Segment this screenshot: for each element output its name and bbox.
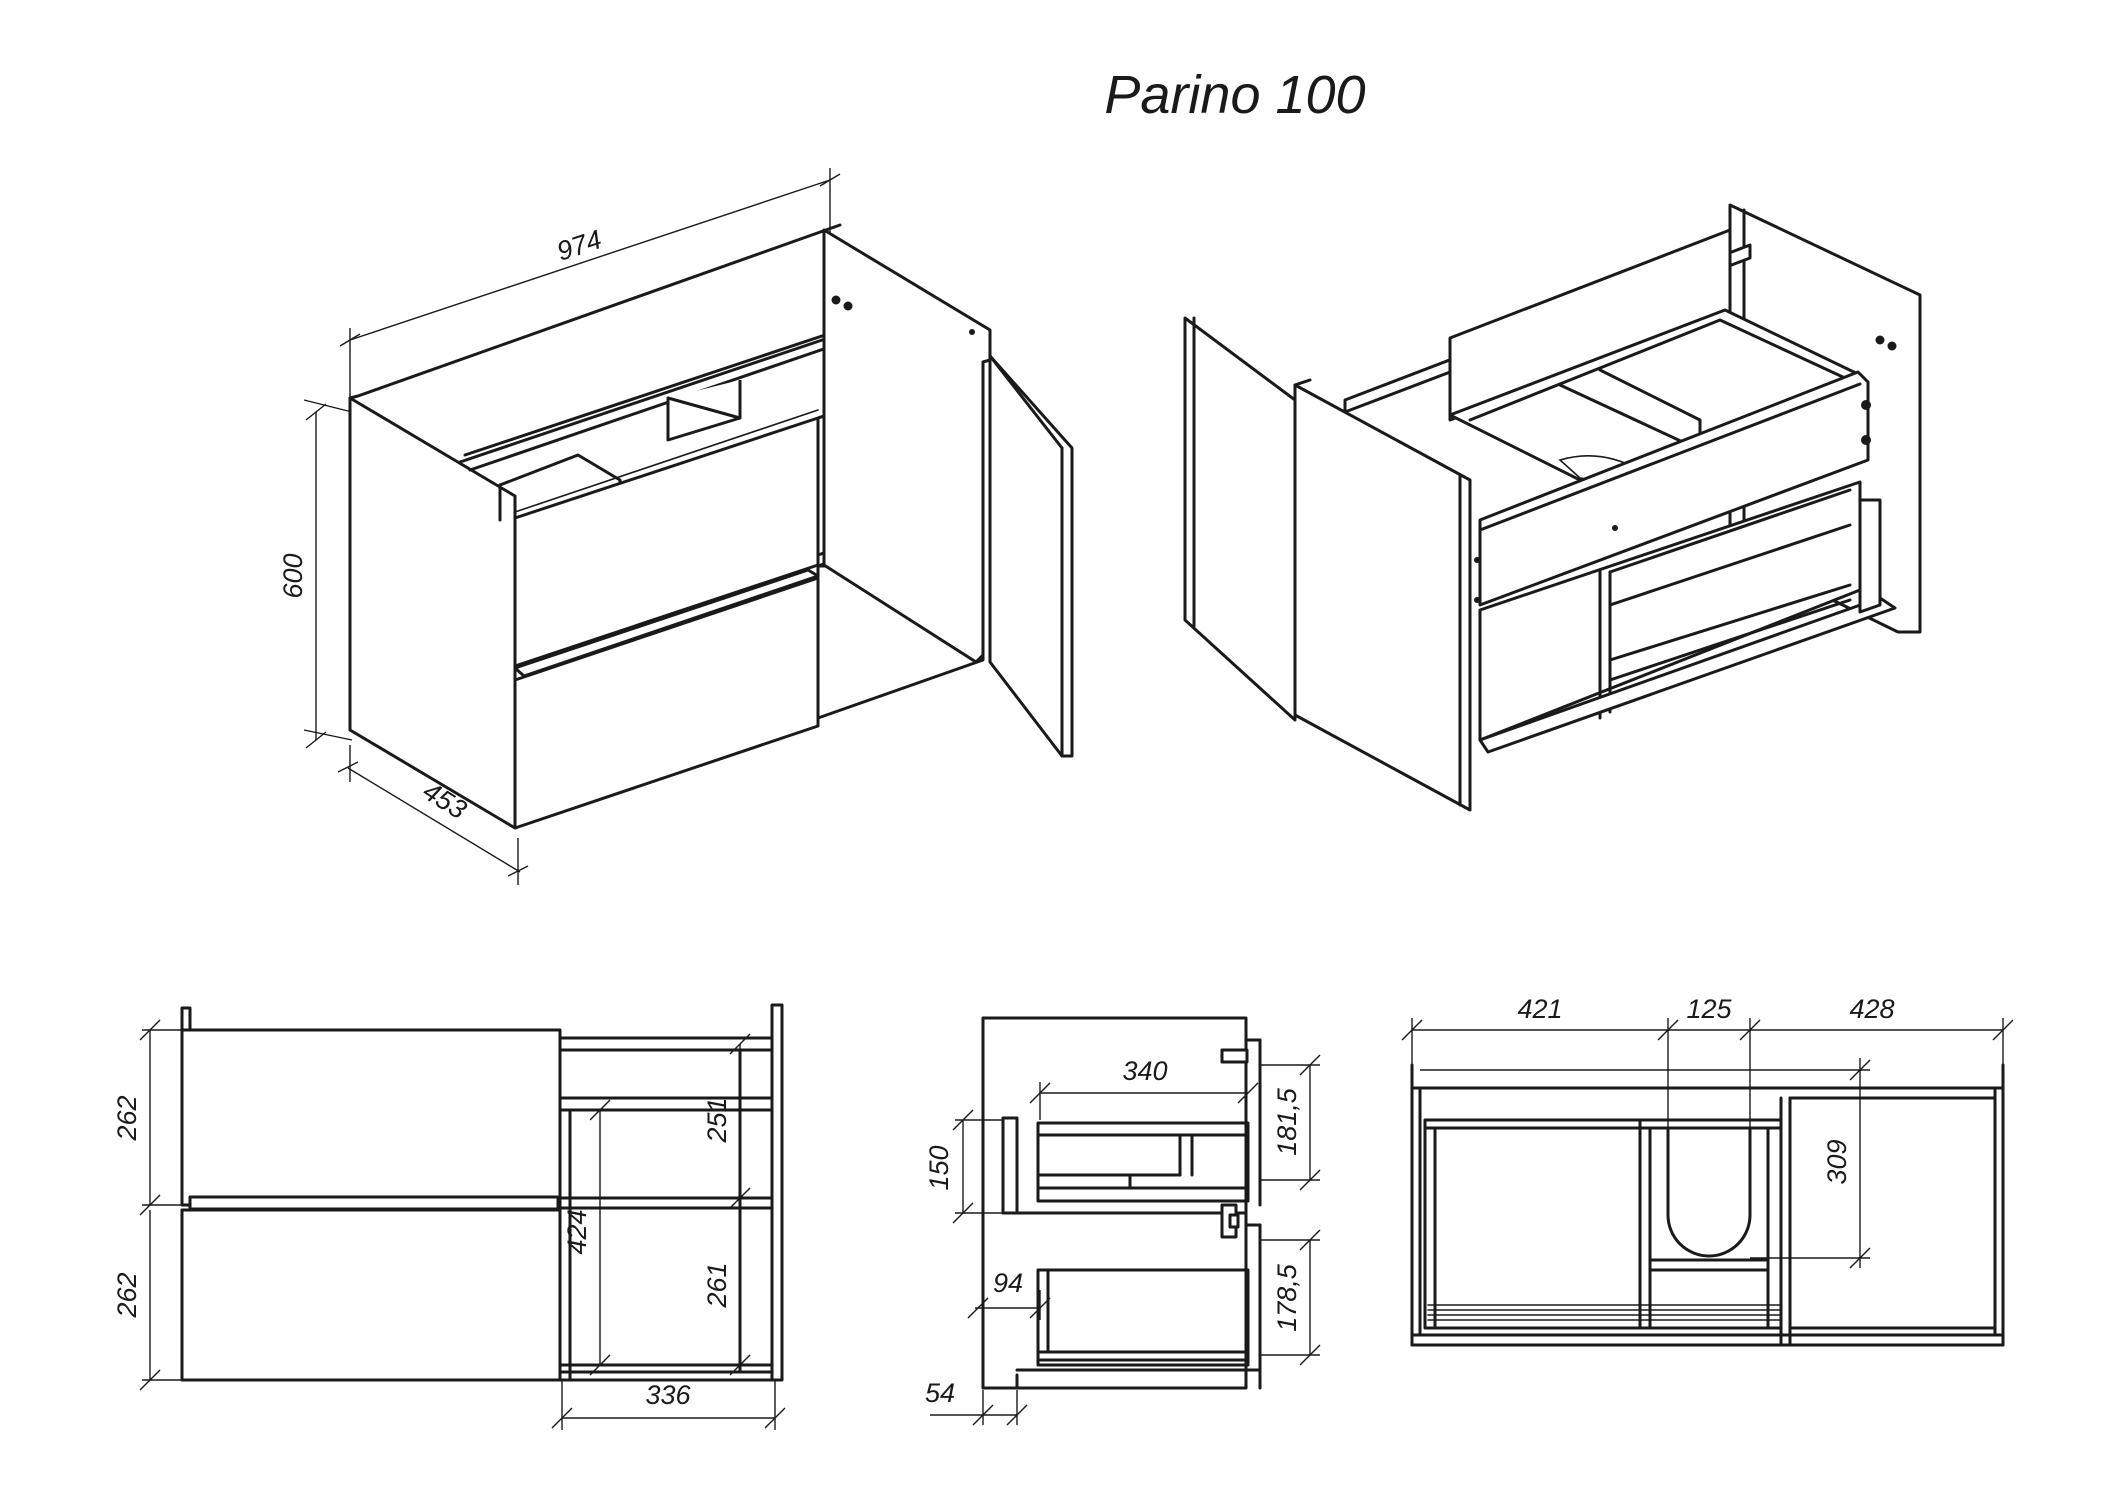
dim-height: 600 [278, 553, 308, 598]
dim-cutout-depth: 309 [1822, 1139, 1852, 1184]
dim-side-depth: 336 [645, 1380, 691, 1410]
section-view: 340 150 181,5 178,5 94 54 [924, 1016, 1321, 1426]
dim-right-width: 428 [1849, 994, 1894, 1024]
dim-lower-compartment: 261 [702, 1262, 732, 1308]
top-view: 421 125 428 309 [1401, 994, 2014, 1347]
dim-upper-front: 262 [112, 1095, 142, 1141]
side-view: 262 262 251 261 424 336 [112, 1003, 786, 1430]
dim-width: 974 [553, 224, 605, 266]
isometric-view-open [1183, 203, 1922, 812]
dim-shelf-height: 424 [562, 1209, 592, 1254]
dim-base: 54 [925, 1378, 955, 1408]
dim-lower-clearance: 178,5 [1272, 1263, 1302, 1332]
dim-offset: 94 [993, 1268, 1023, 1298]
isometric-view-front: 974 600 453 [278, 168, 1074, 885]
dim-upper-clearance: 181,5 [1272, 1087, 1302, 1156]
dim-inner-width: 340 [1122, 1056, 1167, 1086]
dim-left-width: 421 [1517, 994, 1562, 1024]
dim-upper-compartment: 251 [702, 1097, 732, 1143]
dim-lower-front: 262 [112, 1272, 142, 1318]
dim-upper-drawer-height: 150 [924, 1145, 954, 1190]
dim-cutout-width: 125 [1686, 994, 1732, 1024]
product-title: Parino 100 [1104, 65, 1365, 125]
